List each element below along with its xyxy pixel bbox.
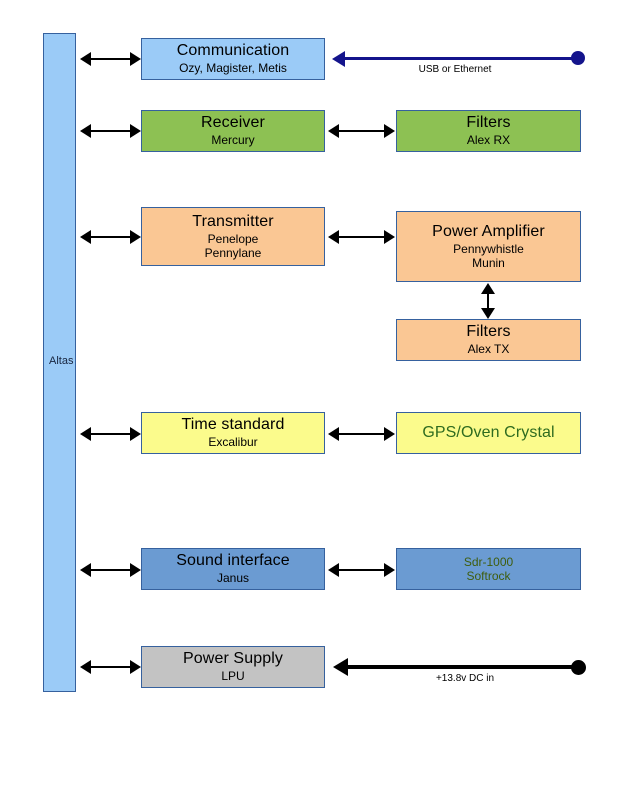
block-transmitter: Transmitter Penelope Pennylane — [141, 207, 325, 266]
block-power-amplifier-title: Power Amplifier — [432, 222, 545, 240]
connector-bus-timestandard-head-right — [130, 427, 141, 441]
connector-bus-receiver-line — [83, 130, 138, 132]
connector-bus-soundinterface-head-right — [130, 563, 141, 577]
block-power-amplifier: Power Amplifier Pennywhistle Munin — [396, 211, 581, 282]
connector-soundinterface-sdr-line — [331, 569, 390, 571]
block-power-amplifier-sub: Pennywhistle — [453, 241, 524, 256]
block-time-standard: Time standard Excalibur — [141, 412, 325, 454]
block-sdr: Sdr-1000 Softrock — [396, 548, 581, 590]
connector-bus-powersupply-head-right — [130, 660, 141, 674]
connector-pa-filterstx-line — [487, 285, 489, 316]
block-sdr-sub: Softrock — [466, 569, 511, 583]
connector-soundinterface-sdr-head-left — [328, 563, 339, 577]
connector-bus-transmitter-line — [83, 236, 138, 238]
connector-bus-powersupply-line — [83, 666, 138, 668]
block-sound-interface-sub: Janus — [216, 571, 250, 586]
block-transmitter-sub2: Pennylane — [204, 245, 262, 260]
block-filters-tx-title: Filters — [466, 323, 511, 341]
usb-link-arrowhead — [332, 51, 345, 67]
connector-receiver-filters-head-right — [384, 124, 395, 138]
block-receiver: Receiver Mercury — [141, 110, 325, 152]
block-sound-interface: Sound interface Janus — [141, 548, 325, 590]
connector-transmitter-pa-head-left — [328, 230, 339, 244]
block-sdr-title: Sdr-1000 — [463, 554, 514, 569]
connector-timestandard-gps-head-left — [328, 427, 339, 441]
connector-transmitter-pa-line — [331, 236, 390, 238]
connector-bus-timestandard-head-left — [80, 427, 91, 441]
bus-altas — [43, 33, 76, 692]
usb-link-line — [345, 57, 578, 60]
dc-link-label: +13.8v DC in — [435, 673, 495, 684]
block-time-standard-title: Time standard — [181, 416, 285, 434]
connector-transmitter-pa-head-right — [384, 230, 395, 244]
block-sound-interface-title: Sound interface — [176, 552, 290, 570]
usb-link-label: USB or Ethernet — [418, 64, 492, 75]
block-communication-sub: Ozy, Magister, Metis — [179, 61, 287, 76]
block-power-supply: Power Supply LPU — [141, 646, 325, 688]
connector-bus-timestandard-line — [83, 433, 138, 435]
connector-pa-filterstx-head-down — [481, 308, 495, 319]
connector-bus-communication-head-left — [80, 52, 91, 66]
bus-altas-label: Altas — [49, 355, 74, 367]
block-gps-oven-title: GPS/Oven Crystal — [422, 423, 555, 441]
dc-link-line — [348, 665, 579, 669]
block-power-supply-title: Power Supply — [183, 650, 283, 668]
connector-timestandard-gps-line — [331, 433, 390, 435]
connector-bus-receiver-head-left — [80, 124, 91, 138]
connector-timestandard-gps-head-right — [384, 427, 395, 441]
block-filters-rx-sub: Alex RX — [466, 133, 511, 148]
block-filters-rx: Filters Alex RX — [396, 110, 581, 152]
dc-link-endpoint-dot — [571, 660, 586, 675]
block-power-supply-sub: LPU — [221, 669, 245, 684]
connector-bus-soundinterface-line — [83, 569, 138, 571]
connector-bus-communication-head-right — [130, 52, 141, 66]
connector-pa-filterstx-head-up — [481, 283, 495, 294]
block-transmitter-title: Transmitter — [192, 212, 274, 230]
block-power-amplifier-sub2: Munin — [472, 255, 505, 270]
block-filters-tx-sub: Alex TX — [467, 342, 510, 357]
block-communication: Communication Ozy, Magister, Metis — [141, 38, 325, 80]
dc-link-arrowhead — [333, 658, 348, 676]
connector-bus-transmitter-head-right — [130, 230, 141, 244]
connector-bus-powersupply-head-left — [80, 660, 91, 674]
block-transmitter-sub: Penelope — [207, 231, 259, 246]
connector-bus-soundinterface-head-left — [80, 563, 91, 577]
connector-receiver-filters-line — [331, 130, 390, 132]
connector-bus-receiver-head-right — [130, 124, 141, 138]
connector-soundinterface-sdr-head-right — [384, 563, 395, 577]
usb-link-endpoint-dot — [571, 51, 585, 65]
block-receiver-sub: Mercury — [211, 133, 255, 148]
connector-receiver-filters-head-left — [328, 124, 339, 138]
connector-bus-transmitter-head-left — [80, 230, 91, 244]
block-time-standard-sub: Excalibur — [208, 435, 258, 450]
block-receiver-title: Receiver — [201, 114, 265, 132]
block-filters-rx-title: Filters — [466, 114, 511, 132]
block-communication-title: Communication — [176, 42, 290, 60]
connector-bus-communication-line — [83, 58, 138, 60]
block-filters-tx: Filters Alex TX — [396, 319, 581, 361]
block-gps-oven: GPS/Oven Crystal — [396, 412, 581, 454]
